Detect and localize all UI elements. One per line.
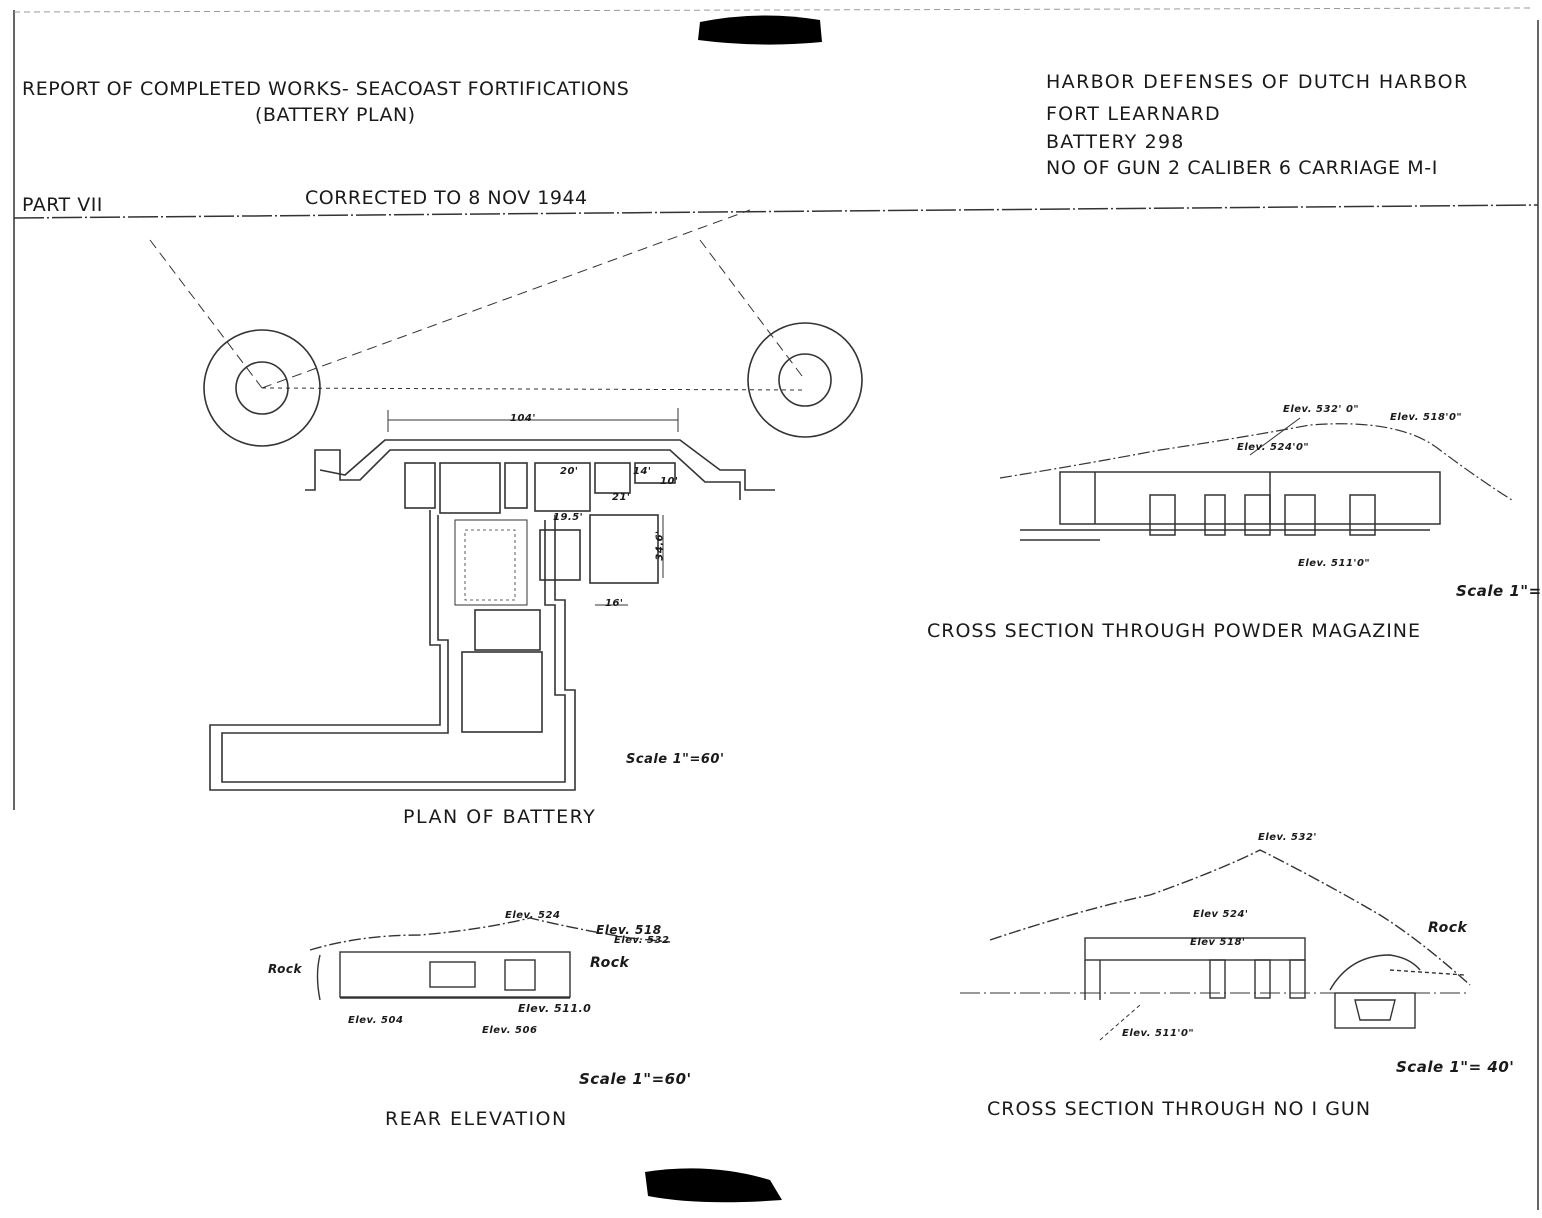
harbor-defenses: HARBOR DEFENSES OF DUTCH HARBOR [1046, 71, 1469, 93]
magazine-structure [1059, 471, 1441, 525]
plan-drawing [149, 209, 863, 791]
part-label: PART VII [22, 194, 103, 216]
re-rock-right: Rock [590, 955, 630, 971]
gun-section-pier [1289, 959, 1306, 999]
top-border [13, 7, 1531, 13]
leader-line [1249, 417, 1301, 456]
dim-19: 19.5' [553, 512, 584, 523]
elevation-opening [504, 959, 536, 991]
rear-elevation-drawing [309, 917, 671, 1001]
elevation-body [339, 951, 571, 998]
dim-20: 20' [560, 466, 579, 477]
ground-profile [999, 423, 1513, 501]
gun-section-pier [1209, 959, 1226, 999]
parapet-outline [319, 439, 775, 491]
dim-104: 104' [510, 413, 536, 424]
battery-number: BATTERY 298 [1046, 131, 1185, 153]
fort-name: FORT LEARNARD [1046, 103, 1221, 125]
dim-14: 14' [633, 466, 652, 477]
magazine-pier [1149, 494, 1176, 536]
gun-section-roof [1084, 937, 1306, 961]
bottom-redaction [645, 1168, 782, 1203]
corridor-interior [454, 519, 528, 606]
header-rule [13, 204, 1539, 219]
corridor-interior [464, 529, 516, 601]
re-elev-506: Elev. 506 [482, 1025, 538, 1036]
dim-21: 21' [612, 492, 631, 503]
leader-line [1099, 1004, 1141, 1041]
pm-elev-511: Elev. 511'0" [1298, 558, 1371, 569]
re-elev-518: Elev. 518 [596, 923, 662, 937]
room [461, 651, 543, 733]
gun-pit [1334, 992, 1416, 1029]
re-elev-532: Elev. 532 [614, 935, 670, 946]
pm-elev-518: Elev. 518'0" [1390, 412, 1463, 423]
pm-scale: Scale 1"= [1456, 582, 1542, 600]
magazine-pier [1244, 494, 1271, 536]
plan-scale: Scale 1"=60' [626, 752, 725, 767]
room [534, 462, 591, 512]
field-of-fire-line [261, 387, 806, 391]
re-elev-511: Elev. 511.0 [518, 1002, 592, 1015]
magazine-pier [1204, 494, 1226, 536]
re-caption: REAR ELEVATION [385, 1108, 568, 1130]
gs-elev-524: Elev 524' [1193, 909, 1249, 920]
room [594, 462, 631, 494]
corridor-outline [209, 510, 576, 791]
magazine-pier [1349, 494, 1376, 536]
field-of-fire-line [699, 239, 806, 381]
report-title: REPORT OF COMPLETED WORKS- SEACOAST FORT… [22, 78, 630, 100]
gun-emplacement-2-inner [778, 353, 832, 407]
gs-elev-518: Elev 518' [1190, 937, 1246, 948]
re-rock-left: Rock [268, 962, 302, 976]
gun-info: NO OF GUN 2 CALIBER 6 CARRIAGE M-I [1046, 157, 1438, 179]
pm-caption: CROSS SECTION THROUGH POWDER MAGAZINE [927, 620, 1422, 642]
room [404, 462, 436, 509]
gun-section-drawing [960, 849, 1471, 1041]
gun-emplacement-2-outer [747, 322, 863, 438]
field-of-fire-line [261, 209, 751, 389]
top-redaction [698, 15, 822, 45]
pm-elev-532: Elev. 532' 0" [1283, 404, 1360, 415]
corrected-date: CORRECTED TO 8 NOV 1944 [305, 187, 588, 209]
dim-34: 34.6' [654, 530, 666, 561]
gun-dome [1329, 954, 1421, 991]
re-scale: Scale 1"=60' [579, 1070, 692, 1088]
room [589, 514, 659, 584]
corridor-outline [221, 515, 566, 783]
elevation-opening [429, 961, 476, 988]
room [474, 609, 541, 651]
room [539, 529, 581, 581]
pm-elev-524: Elev. 524'0" [1237, 442, 1310, 453]
dim-10: 10' [660, 476, 679, 487]
field-of-fire-line [149, 239, 263, 389]
re-elev-524: Elev. 524 [505, 910, 561, 921]
gs-elev-511: Elev. 511'0" [1122, 1028, 1195, 1039]
gun-pit-inner [1354, 999, 1396, 1021]
gun-barrel [1389, 969, 1466, 976]
powder-magazine-drawing [999, 417, 1513, 541]
gs-scale: Scale 1"= 40' [1396, 1058, 1515, 1076]
room [439, 462, 501, 514]
ground-profile [309, 917, 671, 951]
parapet-outline [305, 449, 741, 500]
rock-outline [316, 954, 321, 1001]
gs-rock: Rock [1428, 920, 1468, 936]
magazine-pier [1284, 494, 1316, 536]
re-elev-504: Elev. 504 [348, 1015, 404, 1026]
gun-section-pier [1254, 959, 1271, 999]
ground-profile [989, 849, 1471, 986]
plan-caption: PLAN OF BATTERY [403, 806, 597, 828]
dim-16: 16' [605, 598, 624, 609]
room [504, 462, 528, 509]
gs-caption: CROSS SECTION THROUGH NO I GUN [987, 1098, 1372, 1120]
room [634, 462, 676, 484]
gs-elev-532: Elev. 532' [1258, 832, 1317, 843]
report-subtitle: (BATTERY PLAN) [255, 104, 416, 126]
